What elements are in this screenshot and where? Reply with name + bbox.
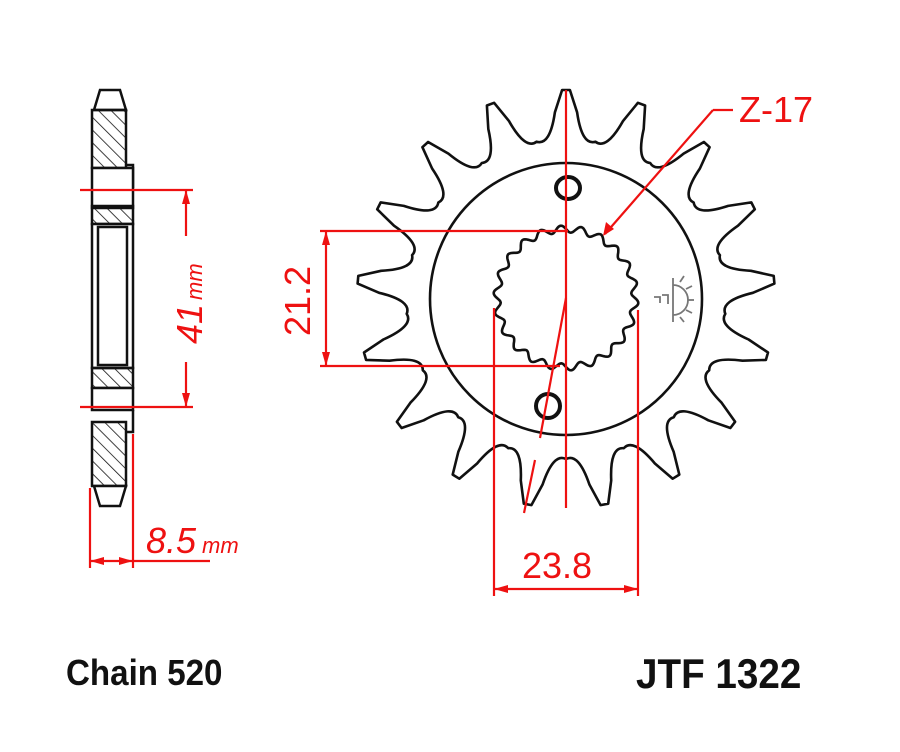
part-number-label: JTF 1322 (636, 650, 802, 697)
spline-bore (492, 224, 640, 372)
side-top-body (90, 108, 128, 170)
bolt-hole-top (554, 175, 582, 201)
manufacturer-logo-icon (654, 275, 694, 323)
front-dimension-lines (320, 90, 733, 596)
spline-height-label: 21.2 (277, 266, 318, 336)
side-upper-hub-hatch (90, 204, 135, 226)
hub-diameter-dimension (80, 188, 193, 409)
side-bottom-body (90, 420, 128, 488)
side-profile (90, 88, 135, 508)
spline-width-label: 23.8 (522, 545, 592, 586)
thickness-dimension (88, 434, 210, 568)
hub-diameter-label: 41mm (169, 263, 210, 344)
side-bottom-tooth (92, 484, 128, 508)
teeth-count-label: Z-17 (739, 89, 813, 130)
side-lower-hub-hatch (90, 366, 135, 390)
side-top-tooth (92, 88, 128, 112)
chain-size-label: Chain 520 (66, 652, 223, 693)
